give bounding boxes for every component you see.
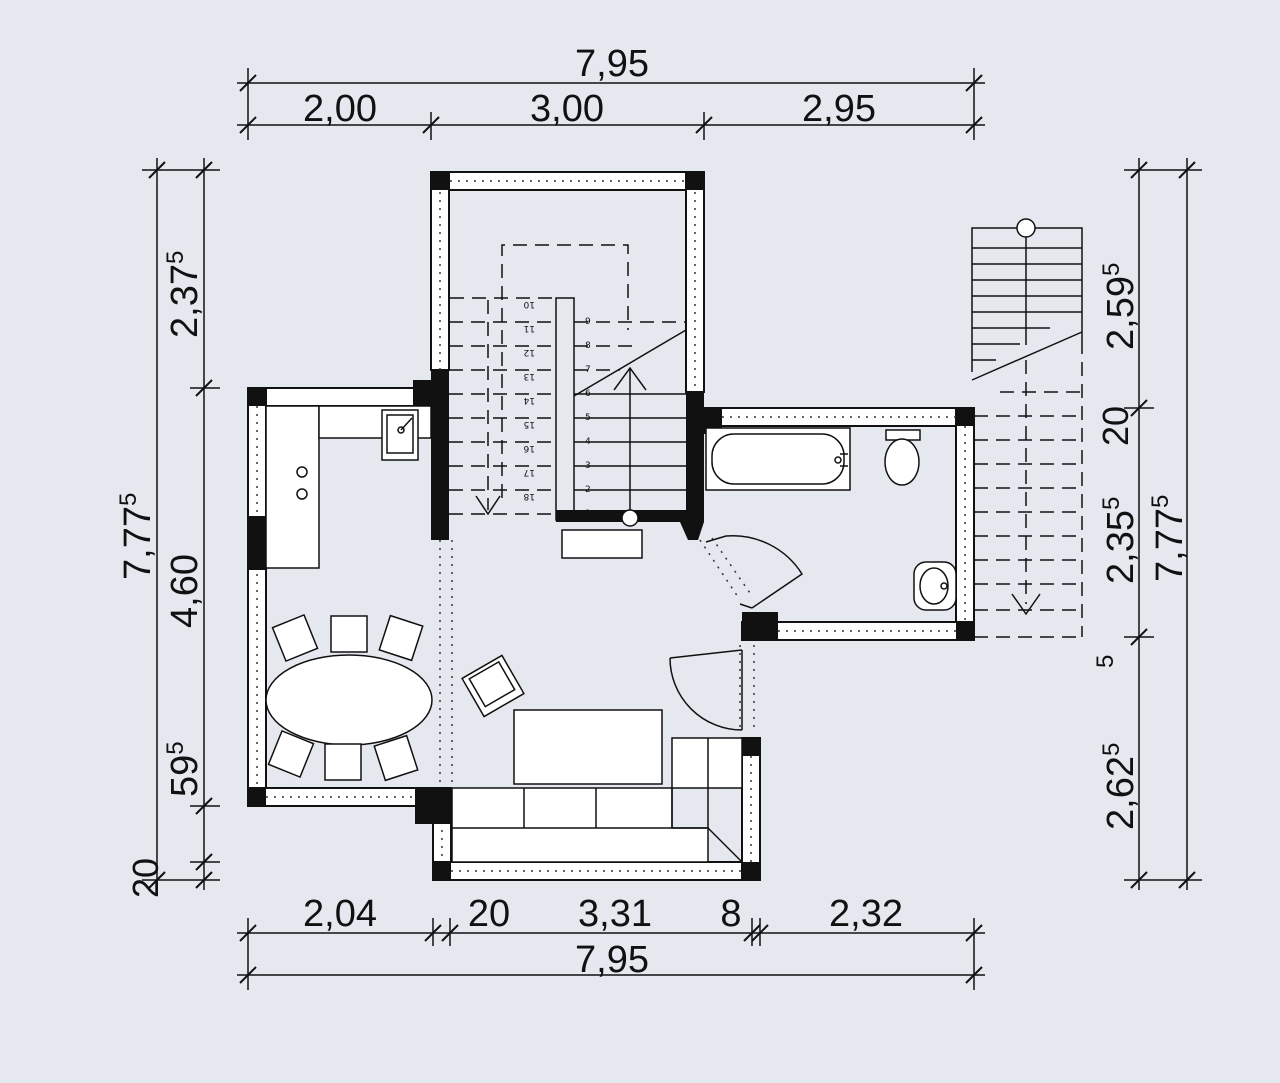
dim-bottom-seg-4: 8 xyxy=(720,893,741,935)
dim-bottom-seg-5: 2,32 xyxy=(829,893,903,935)
svg-text:5: 5 xyxy=(585,413,591,423)
svg-text:15: 15 xyxy=(524,419,535,429)
doors xyxy=(669,534,804,731)
svg-text:16: 16 xyxy=(523,443,535,453)
dim-bottom-seg-3: 3,31 xyxy=(578,893,652,935)
dim-right-inner-5: 5 xyxy=(1092,655,1119,668)
living-furniture xyxy=(451,654,743,863)
dining-set xyxy=(265,613,433,782)
dim-left-inner-bottom: 20 xyxy=(125,858,166,898)
dim-top-seg-3: 2,95 xyxy=(802,88,876,130)
svg-text:8: 8 xyxy=(585,341,591,351)
left-dimension-lines xyxy=(142,158,220,890)
dim-top-seg-2: 3,00 xyxy=(530,88,604,130)
wall-hatching xyxy=(256,180,966,872)
dim-top-seg-1: 2,00 xyxy=(303,88,377,130)
dim-top-overall: 7,95 xyxy=(575,43,649,85)
exterior-stairs xyxy=(971,218,1083,638)
dim-right-inner-top: 2,595 xyxy=(1098,263,1142,350)
dim-bottom-seg-2: 20 xyxy=(468,893,510,935)
svg-text:1: 1 xyxy=(585,509,591,519)
interior-stairs xyxy=(449,244,687,559)
svg-text:13: 13 xyxy=(524,371,535,381)
dim-left-inner-mid: 4,60 xyxy=(164,554,206,628)
top-dimension-lines xyxy=(237,68,985,140)
dim-left-inner-low: 595 xyxy=(162,741,206,797)
dim-left-outer: 7,775 xyxy=(115,493,159,580)
dim-bottom-seg-1: 2,04 xyxy=(303,893,377,935)
kitchen xyxy=(265,405,432,569)
svg-text:7: 7 xyxy=(585,365,591,375)
svg-text:12: 12 xyxy=(524,347,535,357)
svg-text:14: 14 xyxy=(523,395,535,405)
right-dimension-lines xyxy=(1124,158,1202,890)
svg-text:9: 9 xyxy=(585,317,591,327)
svg-text:17: 17 xyxy=(524,467,535,477)
svg-text:6: 6 xyxy=(585,389,591,399)
svg-text:4: 4 xyxy=(585,437,591,447)
dim-bottom-overall: 7,95 xyxy=(575,939,649,981)
dim-right-outer: 7,775 xyxy=(1147,495,1191,582)
svg-text:18: 18 xyxy=(523,491,535,501)
dim-right-inner-20: 20 xyxy=(1095,406,1136,446)
bathroom xyxy=(705,427,957,611)
svg-text:10: 10 xyxy=(523,299,535,309)
svg-text:3: 3 xyxy=(585,461,591,471)
dim-left-inner-top: 2,375 xyxy=(162,251,206,338)
svg-text:11: 11 xyxy=(524,323,535,333)
dim-right-inner-bottom: 2,625 xyxy=(1098,743,1142,830)
bottom-dimension-lines xyxy=(237,918,985,990)
stair-step-numbers-right: 9 8 7 6 5 4 3 2 1 xyxy=(585,317,591,519)
stair-step-numbers-left: 10 11 12 13 14 15 16 17 18 xyxy=(523,299,535,501)
structural-columns xyxy=(248,172,974,880)
dim-right-inner-mid: 2,355 xyxy=(1098,497,1142,584)
svg-text:2: 2 xyxy=(585,485,591,495)
